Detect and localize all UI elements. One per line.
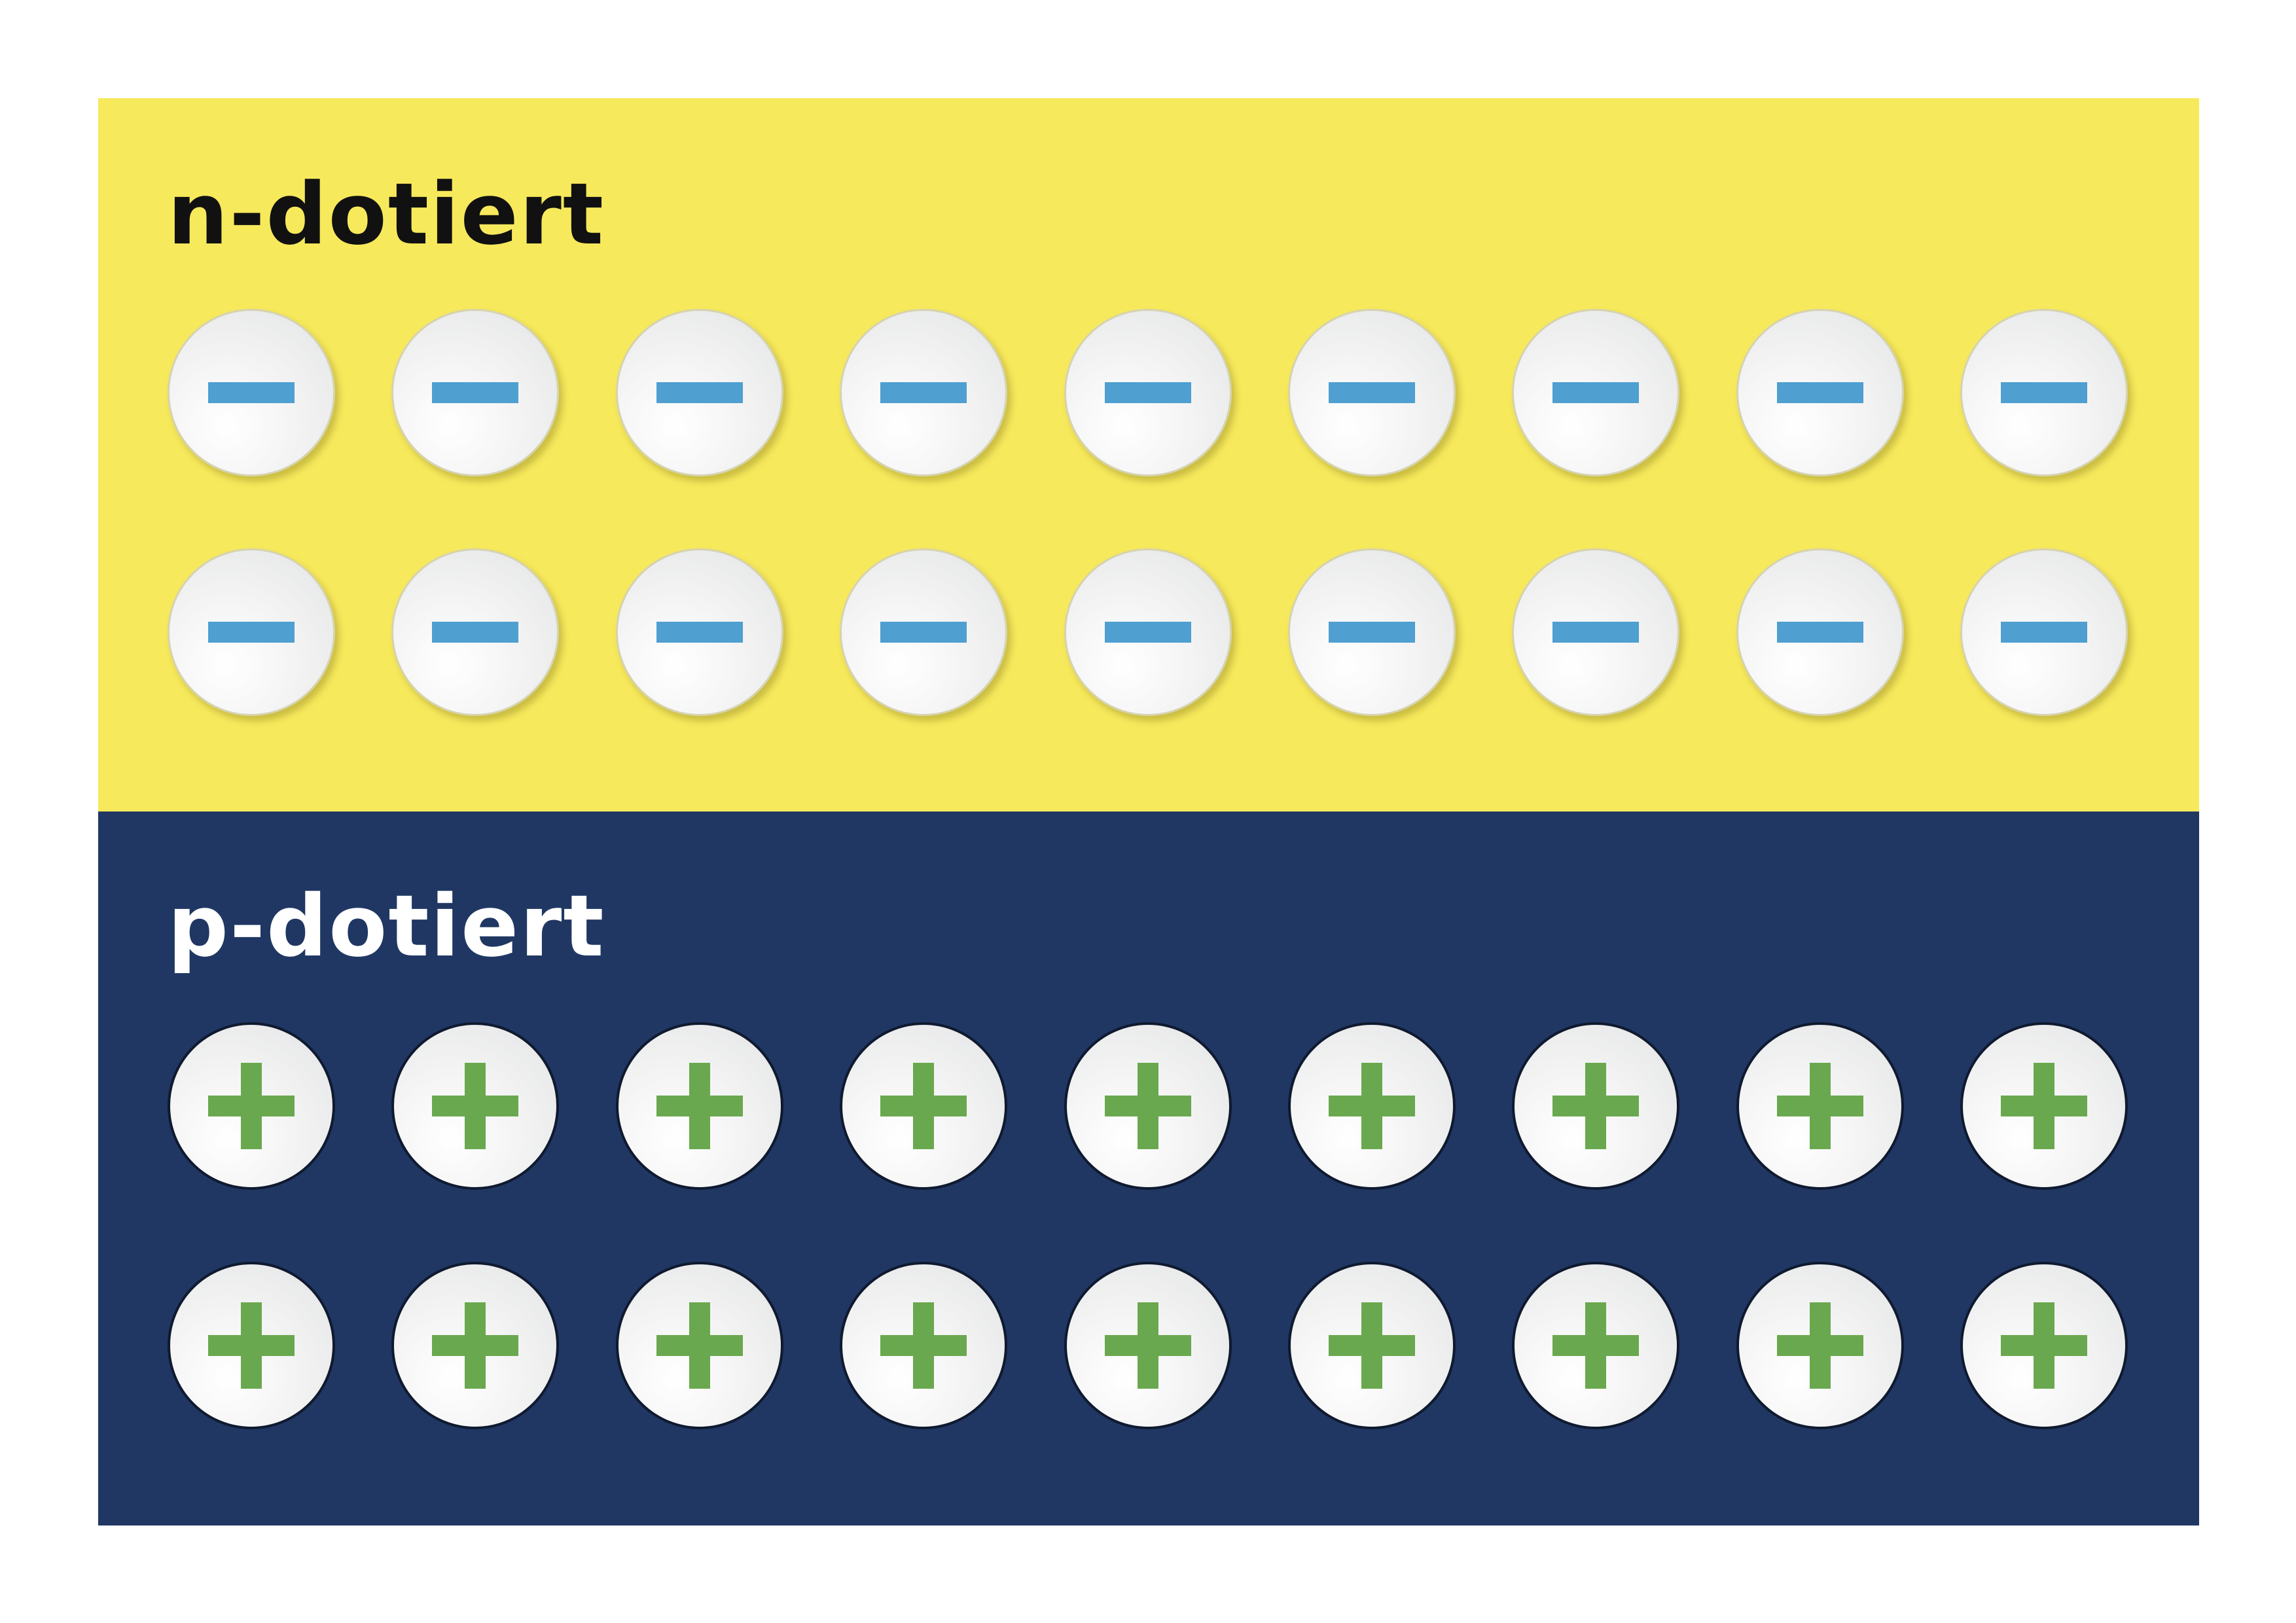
negative-charge-row <box>168 309 2128 479</box>
positive-charge-ball <box>1736 1262 1904 1429</box>
plus-sign-icon <box>432 1302 519 1389</box>
minus-sign-icon <box>1104 382 1191 403</box>
plus-sign-icon <box>1552 1063 1640 1149</box>
p-doped-region: p-dotiert <box>98 812 2199 1525</box>
negative-charge-ball <box>1512 309 1680 476</box>
minus-sign-icon <box>1328 382 1415 403</box>
minus-sign-icon <box>880 622 967 643</box>
p-doped-label: p-dotiert <box>168 876 605 976</box>
negative-charge-row <box>168 548 2128 719</box>
plus-sign-icon <box>208 1063 295 1149</box>
minus-sign-icon <box>1776 622 1863 643</box>
minus-sign-icon <box>208 622 295 643</box>
minus-sign-icon <box>432 622 519 643</box>
negative-charge-ball <box>168 309 335 476</box>
plus-sign-icon <box>880 1302 967 1389</box>
minus-sign-icon <box>2001 382 2087 403</box>
plus-sign-icon <box>656 1302 743 1389</box>
plus-sign-icon <box>1104 1063 1191 1149</box>
positive-charge-ball <box>1287 1262 1456 1429</box>
plus-sign-icon <box>880 1063 967 1149</box>
plus-sign-icon <box>1552 1302 1640 1389</box>
positive-charge-ball <box>1064 1262 1232 1429</box>
positive-charge-row <box>168 1262 2128 1432</box>
positive-charge-ball <box>1512 1022 1680 1190</box>
positive-charge-ball <box>391 1022 560 1190</box>
positive-charge-ball <box>840 1022 1008 1190</box>
minus-sign-icon <box>656 622 743 643</box>
minus-sign-icon <box>656 382 743 403</box>
positive-charge-ball <box>1960 1022 2128 1190</box>
negative-charge-ball <box>1064 548 1232 716</box>
negative-charge-ball <box>1064 309 1232 476</box>
negative-charge-ball <box>1287 548 1456 716</box>
positive-charge-ball <box>615 1022 783 1190</box>
plus-sign-icon <box>2001 1063 2087 1149</box>
n-doped-label: n-dotiert <box>168 164 605 264</box>
positive-charge-ball <box>615 1262 783 1429</box>
positive-charge-ball <box>1736 1022 1904 1190</box>
negative-charge-grid <box>168 309 2131 788</box>
minus-sign-icon <box>880 382 967 403</box>
plus-sign-icon <box>656 1063 743 1149</box>
negative-charge-ball <box>1736 548 1904 716</box>
minus-sign-icon <box>208 382 295 403</box>
negative-charge-ball <box>1736 309 1904 476</box>
negative-charge-ball <box>1287 309 1456 476</box>
negative-charge-ball <box>840 309 1008 476</box>
minus-sign-icon <box>2001 622 2087 643</box>
negative-charge-ball <box>1960 309 2128 476</box>
negative-charge-ball <box>168 548 335 716</box>
negative-charge-ball <box>391 548 560 716</box>
negative-charge-ball <box>1960 548 2128 716</box>
plus-sign-icon <box>1104 1302 1191 1389</box>
negative-charge-ball <box>391 309 560 476</box>
plus-sign-icon <box>432 1063 519 1149</box>
minus-sign-icon <box>432 382 519 403</box>
minus-sign-icon <box>1552 382 1640 403</box>
plus-sign-icon <box>1328 1302 1415 1389</box>
positive-charge-ball <box>1512 1262 1680 1429</box>
positive-charge-row <box>168 1022 2128 1192</box>
positive-charge-grid <box>168 1022 2131 1501</box>
plus-sign-icon <box>208 1302 295 1389</box>
negative-charge-ball <box>840 548 1008 716</box>
negative-charge-ball <box>1512 548 1680 716</box>
minus-sign-icon <box>1776 382 1863 403</box>
minus-sign-icon <box>1104 622 1191 643</box>
positive-charge-ball <box>168 1262 335 1429</box>
plus-sign-icon <box>1776 1063 1863 1149</box>
plus-sign-icon <box>2001 1302 2087 1389</box>
positive-charge-ball <box>391 1262 560 1429</box>
minus-sign-icon <box>1552 622 1640 643</box>
plus-sign-icon <box>1776 1302 1863 1389</box>
negative-charge-ball <box>615 309 783 476</box>
n-doped-region: n-dotiert <box>98 98 2199 812</box>
positive-charge-ball <box>168 1022 335 1190</box>
minus-sign-icon <box>1328 622 1415 643</box>
plus-sign-icon <box>1328 1063 1415 1149</box>
positive-charge-ball <box>840 1262 1008 1429</box>
negative-charge-ball <box>615 548 783 716</box>
positive-charge-ball <box>1064 1022 1232 1190</box>
positive-charge-ball <box>1287 1022 1456 1190</box>
positive-charge-ball <box>1960 1262 2128 1429</box>
